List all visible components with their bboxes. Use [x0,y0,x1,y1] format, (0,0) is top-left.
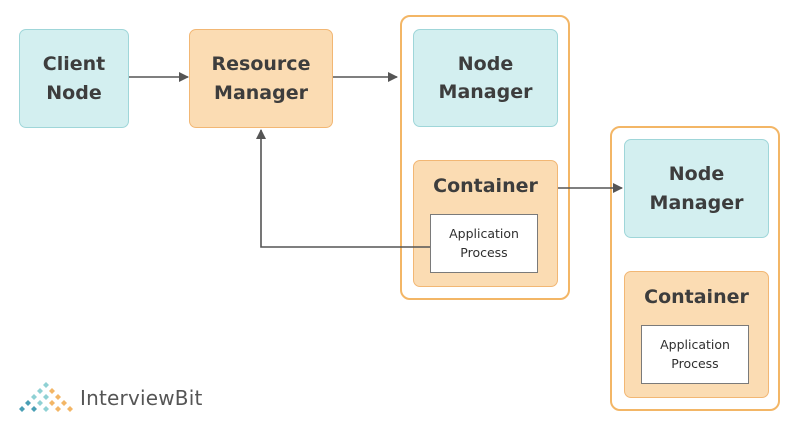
application-process-box-1: Application Process [430,214,538,273]
resource-manager-box: Resource Manager [189,29,333,128]
brand-logo: InterviewBit [18,377,208,419]
application-process-box-2: Application Process [641,325,749,384]
resource-manager-label-line2: Manager [214,81,308,104]
app-process-2-line2: Process [671,355,719,371]
app-process-1-line2: Process [460,244,508,260]
resource-manager-label-line1: Resource [211,53,311,75]
node-manager-box-1: Node Manager [413,29,558,127]
app-process-1-line1: Application [449,225,519,241]
node-manager-box-2: Node Manager [624,139,769,238]
container-1-label: Container [433,175,538,197]
client-node-label-line2: Node [46,81,102,104]
node-manager-2-label-line2: Manager [649,191,744,214]
client-node-label-line1: Client [42,53,106,75]
node-group-2 [610,126,780,411]
node-manager-1-label-line2: Manager [438,81,533,103]
node-manager-2-label-line1: Node [668,163,725,185]
app-process-2-line1: Application [660,336,730,352]
brand-name: InterviewBit [80,386,203,410]
container-2-label: Container [644,286,749,308]
node-manager-1-label-line1: Node [457,52,514,75]
client-node-box: Client Node [19,29,129,128]
diamond-grid-icon [19,382,73,412]
